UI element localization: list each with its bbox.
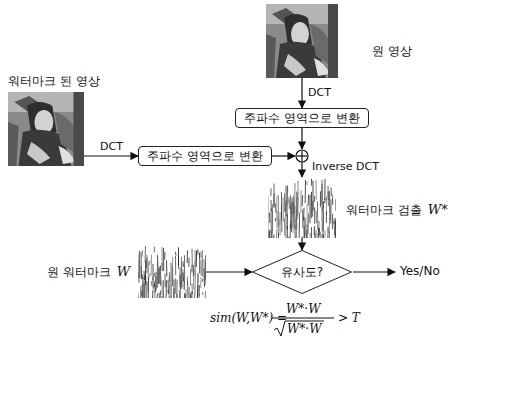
symbol-name: W	[117, 264, 130, 280]
caption-group: 원 워터마크 W	[47, 264, 130, 280]
arrow-line	[353, 271, 395, 272]
image-panel: 원 워터마크W	[138, 246, 206, 298]
formula-text: sim(W,W*) =	[210, 311, 287, 325]
edge-label: DCT	[308, 86, 331, 99]
photo-image	[266, 4, 338, 78]
arrow-line	[301, 162, 302, 177]
formula-denominator: W*·W	[287, 322, 321, 336]
image-caption: 원 워터마크	[47, 265, 111, 279]
connector-arrow	[84, 155, 138, 156]
edge-label: DCT	[100, 140, 123, 153]
image-panel: 워터마크 된 영상	[8, 92, 84, 166]
process-box: 주파수 영역으로 변환	[138, 146, 272, 166]
arrow-line	[301, 128, 302, 149]
formula-numerator: W*·W	[286, 302, 320, 316]
image-caption: 원 영상	[372, 44, 412, 58]
decision-diamond: 유사도?	[252, 250, 352, 294]
connector-arrow	[206, 271, 252, 272]
adder-symbol	[296, 150, 308, 162]
noise-image	[268, 178, 336, 238]
formula-text: > T	[338, 311, 360, 325]
connector-arrow	[301, 238, 302, 250]
photo-image	[8, 92, 84, 166]
symbol-name: W*	[428, 202, 448, 218]
decision-text: 유사도?	[281, 265, 323, 279]
process-label: Inverse DCT	[312, 160, 379, 173]
arrow-line	[272, 155, 295, 156]
noise-image	[138, 246, 206, 298]
connector-arrow	[301, 78, 302, 108]
image-panel: 원 영상	[266, 4, 338, 78]
caption-group: 워터마크 검출 W*	[346, 202, 448, 218]
output-label: Yes/No	[400, 264, 440, 278]
box-text: 주파수 영역으로 변환	[147, 149, 263, 163]
image-caption: 워터마크 된 영상	[8, 74, 100, 88]
image-panel: 워터마크 검출W*	[268, 178, 336, 238]
process-box: 주파수 영역으로 변환	[235, 108, 369, 128]
image-caption: 워터마크 검출	[346, 203, 422, 217]
box-text: 주파수 영역으로 변환	[244, 111, 360, 125]
